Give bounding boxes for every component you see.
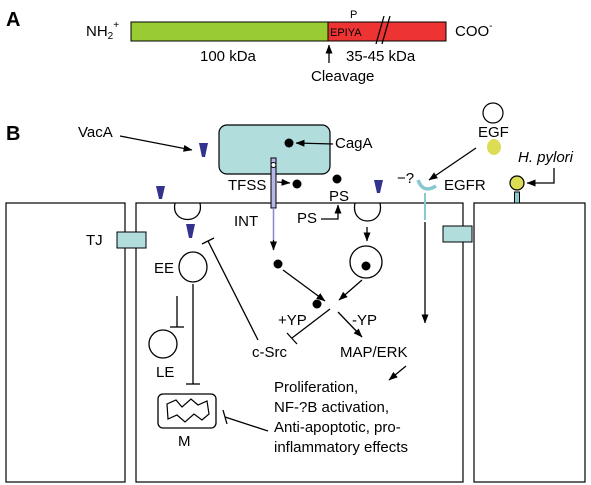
size-100kda-label: 100 kDa — [200, 48, 257, 65]
egf-to-egfr-arrow — [428, 147, 477, 181]
mitochondrion-label: M — [178, 433, 191, 450]
egfr-question-label: −? — [397, 170, 414, 187]
caga-label: CagA — [335, 135, 373, 152]
left-cell — [5, 202, 126, 483]
egfr-receptor-head — [416, 179, 437, 191]
cagA-n-terminal-domain — [130, 21, 329, 42]
vaca-arrow — [119, 135, 193, 152]
ps-label-1: PS — [329, 188, 349, 205]
caga-molecule-in-bacterium — [284, 138, 294, 148]
effect-line-1: Proliferation, — [274, 379, 358, 396]
translocation-arrow — [276, 178, 291, 186]
int-label: INT — [234, 213, 258, 230]
caga-vesicle — [349, 245, 383, 279]
n-terminus-label: NH2+ — [86, 20, 119, 42]
h-pylori-to-receptor-arrow — [526, 168, 555, 187]
int-to-cytoplasm-arrow — [282, 269, 326, 302]
translocated-caga-dot — [292, 179, 302, 189]
epiya-motif-label: EPIYA — [330, 27, 362, 39]
mitochondrion-cristae — [166, 398, 210, 423]
caga-dot-cytoplasm — [312, 299, 322, 309]
ee-label: EE — [154, 260, 174, 277]
egf-ligand — [487, 139, 501, 155]
vaca-toxin-membrane-left — [156, 186, 165, 199]
endocytic-pit-right — [353, 202, 382, 222]
le-label: LE — [156, 364, 174, 381]
cagA-c-terminal-domain — [327, 21, 447, 42]
ps-label-2: PS — [297, 210, 317, 227]
egfr-label: EGFR — [444, 177, 486, 194]
epithelial-cells — [5, 202, 586, 483]
minus-yp-label: -YP — [352, 312, 377, 329]
tight-junction-right — [442, 225, 473, 243]
egf-precursor — [482, 102, 504, 124]
endocytic-pit-left — [174, 202, 201, 220]
cleavage-label: Cleavage — [311, 68, 374, 85]
tj-label: TJ — [86, 232, 103, 249]
early-endosome — [178, 251, 208, 283]
effect-line-4: inflammatory effects — [274, 439, 408, 456]
phospho-label: P — [350, 9, 357, 21]
effect-line-3: Anti-apoptotic, pro- — [274, 419, 401, 436]
caga-dot-upper — [332, 174, 342, 184]
to-map-erk-arrow — [337, 311, 363, 338]
csrc-label: c-Src — [252, 344, 287, 361]
size-35-45kda-label: 35-45 kDa — [346, 48, 416, 65]
map-erk-to-effects-arrow — [388, 365, 407, 381]
effect-line-2: NF-?B activation, — [274, 399, 389, 416]
inhibit-csrc-bar — [286, 332, 298, 345]
h-pylori-receptor-stalk — [514, 191, 520, 204]
caga-dot-vesicle — [361, 261, 371, 271]
effects-list: Proliferation, NF-?B activation, Anti-ap… — [274, 379, 408, 456]
late-endosome — [148, 329, 178, 359]
center-cell — [135, 202, 464, 483]
right-cell — [473, 202, 586, 483]
h-pylori-receptor-head — [509, 175, 525, 191]
plus-yp-label: +YP — [278, 312, 307, 329]
egf-label: EGF — [478, 124, 509, 141]
effects-to-mito-inhibit-bar — [222, 409, 228, 425]
vaca-toxin-free — [199, 143, 208, 157]
caga-pointer-arrow — [295, 139, 334, 147]
vesicle-to-cytoplasm-arrow — [338, 279, 363, 301]
ps-arrow — [321, 204, 342, 220]
effects-to-mito-inhibit-line — [224, 416, 269, 432]
inhibit-csrc-line — [291, 308, 331, 339]
csrc-inhibit-bar — [201, 237, 215, 245]
vaca-label: VacA — [78, 124, 113, 141]
caga-dot-int — [273, 259, 283, 269]
h-pylori-label: H. pylori — [518, 149, 574, 166]
map-erk-label: MAP/ERK — [340, 344, 408, 361]
tight-junction-left — [116, 231, 147, 249]
vaca-toxins — [156, 143, 383, 238]
panel-b-label: B — [6, 123, 20, 145]
c-terminus-label: COO- — [455, 21, 493, 40]
panel-a-label: A — [6, 9, 20, 31]
tfss-tip — [270, 162, 277, 168]
csrc-inhibit-line — [207, 240, 259, 341]
tfss-label: TFSS — [228, 177, 266, 194]
vaca-toxin-membrane-right — [374, 180, 383, 193]
mitochondrion — [157, 393, 217, 429]
break-mark — [375, 15, 391, 45]
vaca-toxin-internalized — [186, 224, 195, 238]
